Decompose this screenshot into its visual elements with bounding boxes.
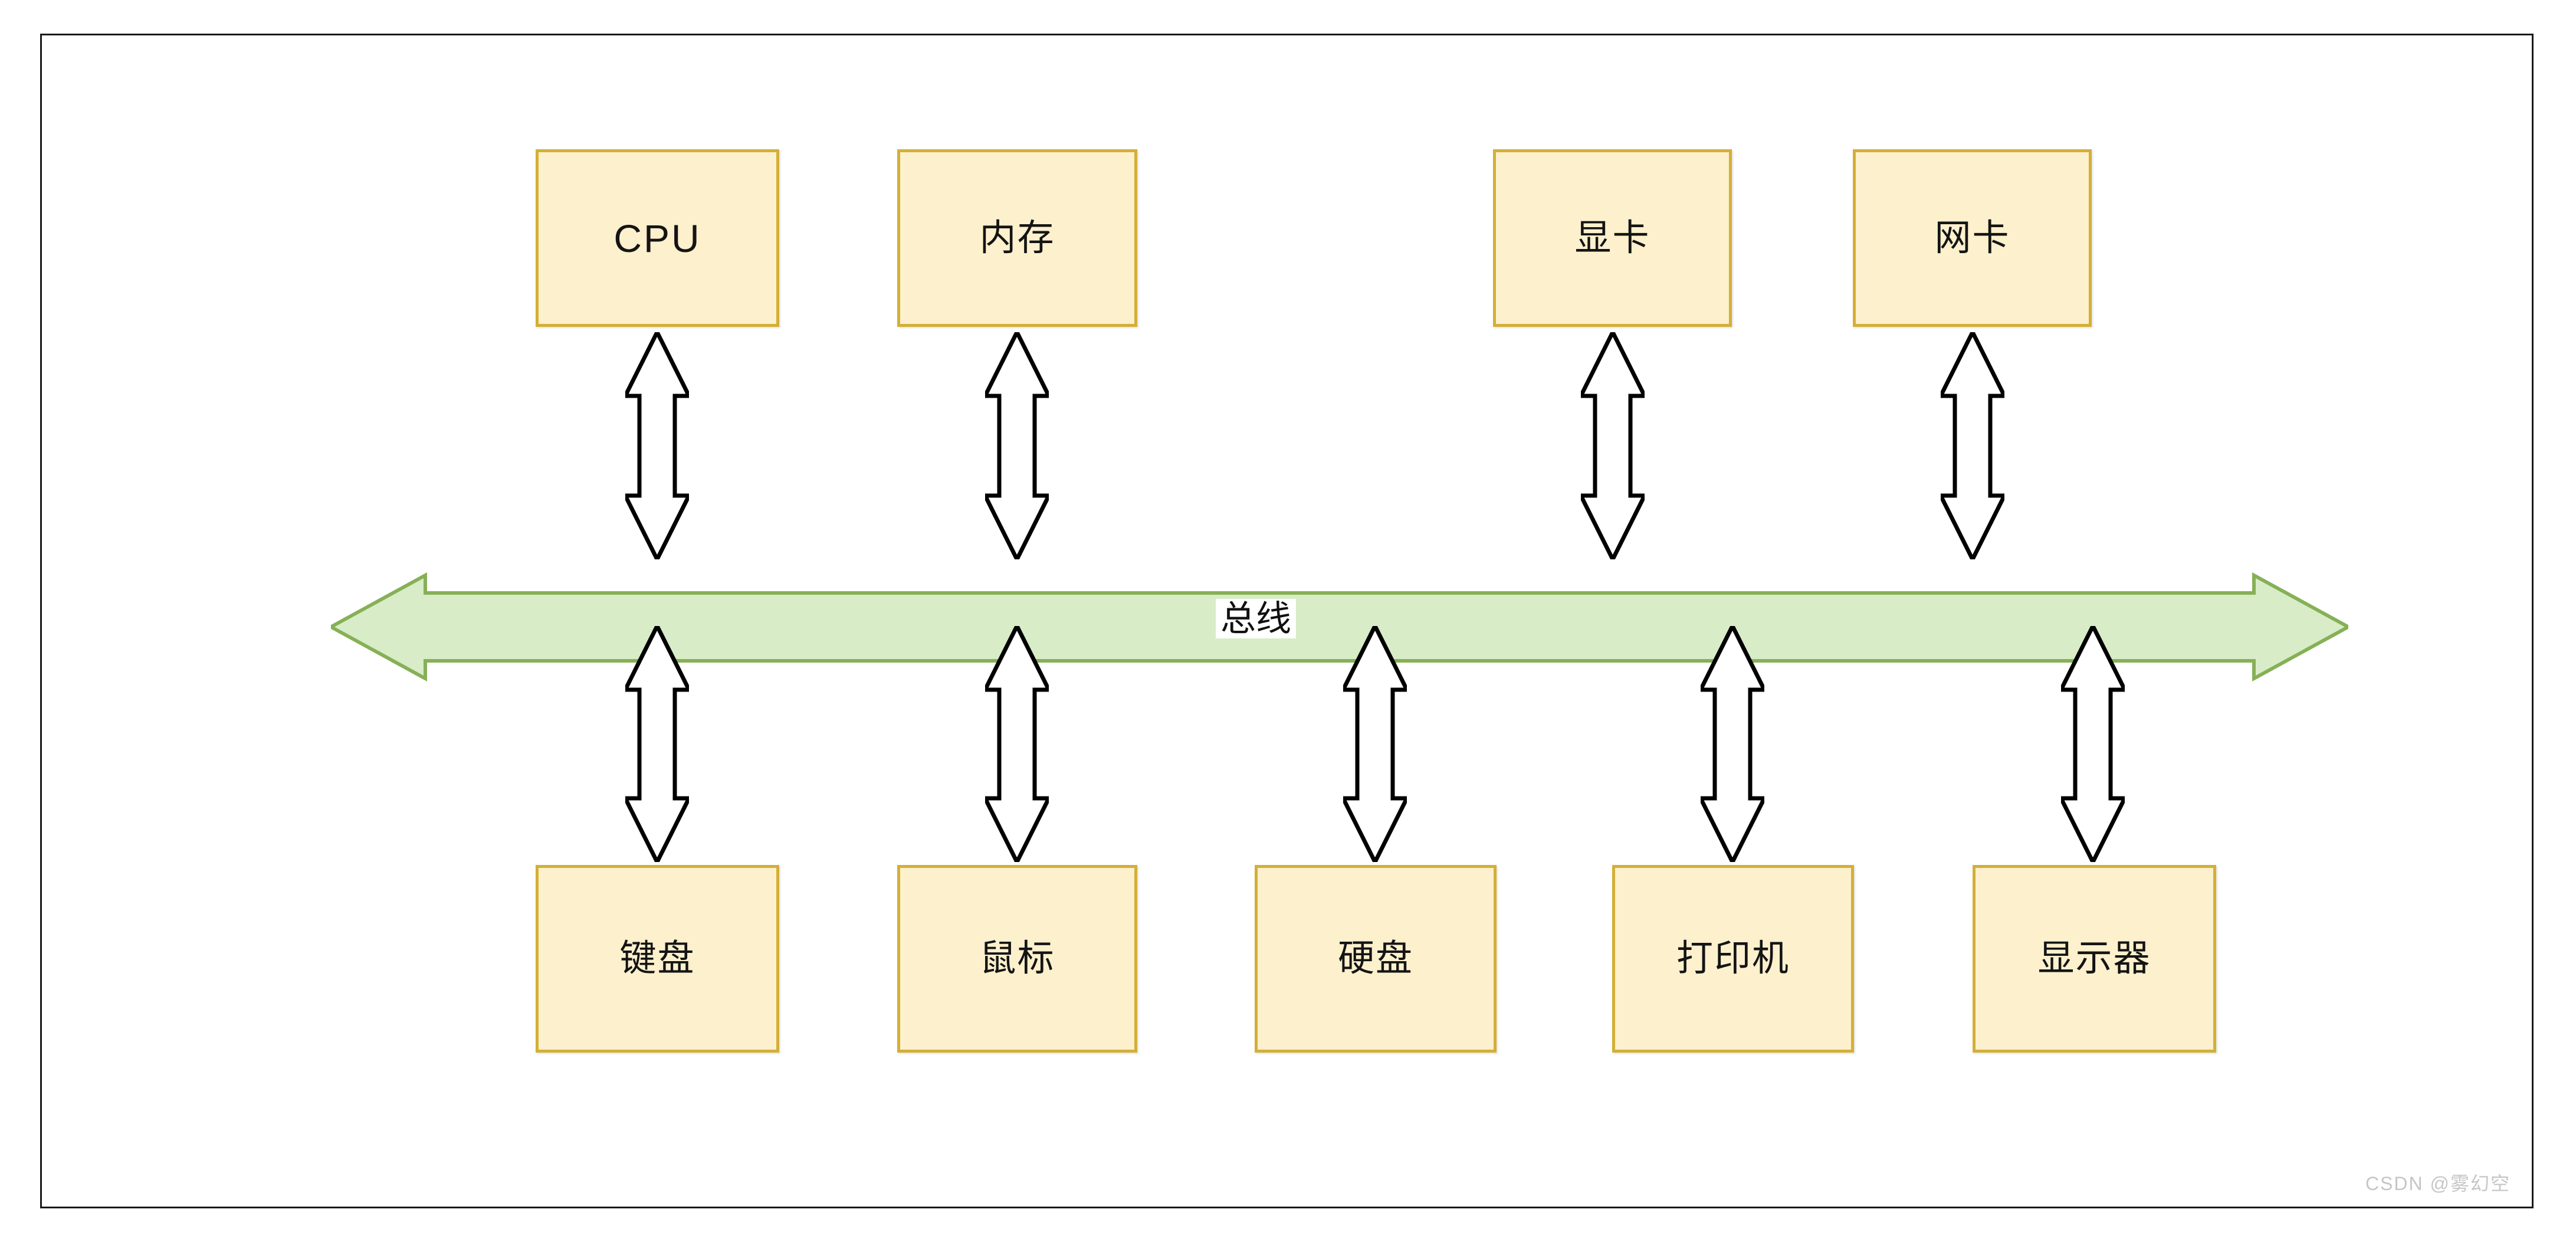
connector-top-2[interactable] xyxy=(985,332,1049,559)
node-top_nodes-4[interactable]: 网卡 xyxy=(1853,149,2092,327)
double-arrow-icon xyxy=(2061,626,2125,862)
double-arrow-icon xyxy=(1701,626,1764,862)
node-label: 显示器 xyxy=(2037,938,2151,979)
watermark: CSDN @雾幻空 xyxy=(2365,1173,2511,1194)
connector-top-1[interactable] xyxy=(625,332,689,559)
bus-arrow-shape xyxy=(331,572,2348,682)
diagram-frame: 总线 CPU 内存 显卡 网卡键盘 鼠标 硬盘 打印机 显示器 CSDN @雾幻空 xyxy=(40,34,2534,1208)
node-bottom_nodes-3[interactable]: 硬盘 xyxy=(1255,865,1497,1053)
double-arrow-icon xyxy=(625,332,689,559)
node-bottom_nodes-5[interactable]: 显示器 xyxy=(1973,865,2216,1053)
double-arrow-icon xyxy=(625,626,689,862)
node-top_nodes-1[interactable]: CPU xyxy=(536,149,779,327)
node-bottom_nodes-2[interactable]: 鼠标 xyxy=(897,865,1137,1053)
connector-bottom-1[interactable] xyxy=(625,626,689,862)
bus-label: 总线 xyxy=(1216,599,1296,638)
connector-top-3[interactable] xyxy=(1581,332,1645,559)
double-arrow-icon xyxy=(1343,626,1407,862)
double-arrow-icon xyxy=(1581,332,1645,559)
double-arrow-icon xyxy=(985,332,1049,559)
double-arrow-icon xyxy=(1941,332,2004,559)
node-label: 鼠标 xyxy=(979,938,1055,979)
node-label: 打印机 xyxy=(1676,938,1790,979)
node-label: 键盘 xyxy=(619,938,695,979)
system-bus[interactable] xyxy=(331,569,2348,684)
node-bottom_nodes-1[interactable]: 键盘 xyxy=(536,865,779,1053)
connector-bottom-3[interactable] xyxy=(1343,626,1407,862)
node-label: 硬盘 xyxy=(1337,938,1413,979)
node-top_nodes-3[interactable]: 显卡 xyxy=(1493,149,1732,327)
node-label: CPU xyxy=(613,216,701,260)
node-top_nodes-2[interactable]: 内存 xyxy=(897,149,1137,327)
connector-bottom-4[interactable] xyxy=(1701,626,1764,862)
node-label: 内存 xyxy=(979,217,1055,258)
connector-bottom-2[interactable] xyxy=(985,626,1049,862)
connector-bottom-5[interactable] xyxy=(2061,626,2125,862)
node-bottom_nodes-4[interactable]: 打印机 xyxy=(1612,865,1854,1053)
node-label: 显卡 xyxy=(1574,217,1650,258)
double-arrow-icon xyxy=(985,626,1049,862)
connector-top-4[interactable] xyxy=(1941,332,2004,559)
node-label: 网卡 xyxy=(1934,217,2010,258)
